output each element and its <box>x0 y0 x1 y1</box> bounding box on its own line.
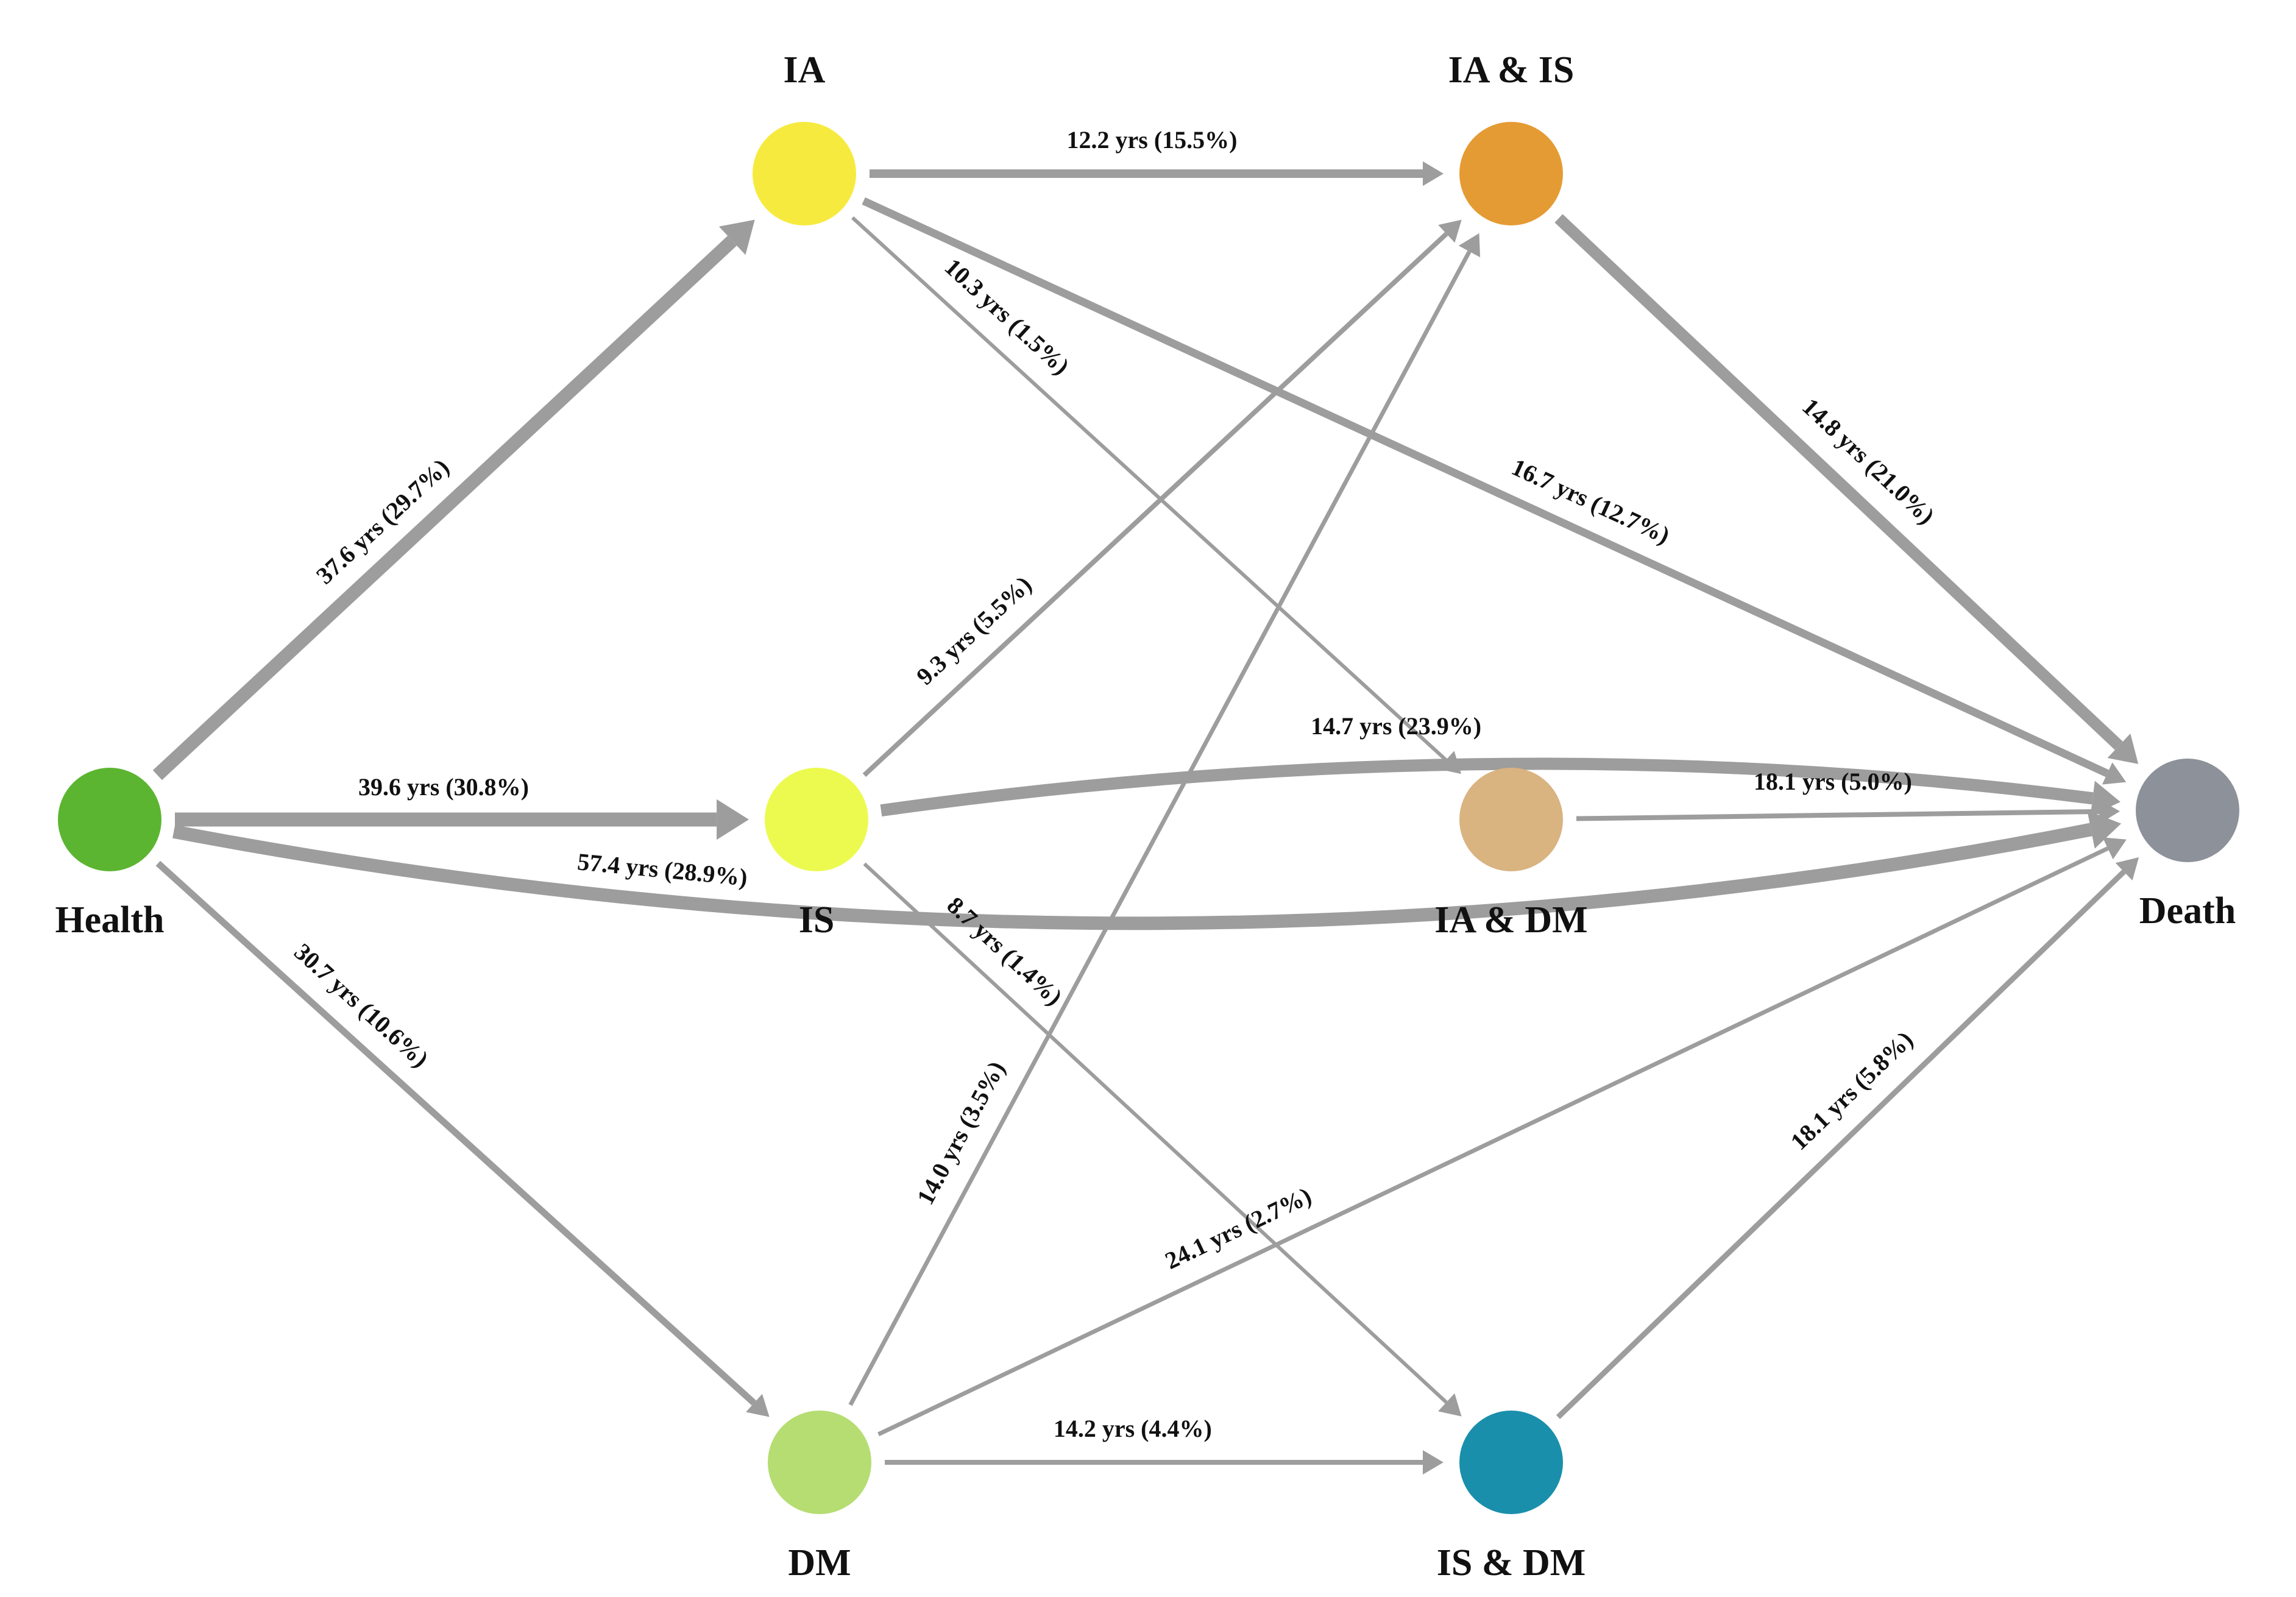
edge-label-dm-is_dm: 14.2 yrs (4.4%) <box>1054 1415 1212 1442</box>
arrowhead-dm-death <box>2102 837 2127 860</box>
arrowhead-ia_dm-death <box>2099 799 2120 824</box>
node-health[interactable] <box>58 768 161 871</box>
edge-label-is-death: 14.7 yrs (23.9%) <box>1311 712 1481 740</box>
node-label-ia: IA <box>784 49 826 91</box>
arrowhead-ia-ia_is <box>1423 161 1444 186</box>
edge-health-death <box>172 823 2092 930</box>
edge-label-health-is: 39.6 yrs (30.8%) <box>358 773 529 801</box>
node-ia_dm[interactable] <box>1459 768 1563 871</box>
node-label-ia_dm: IA & DM <box>1434 899 1587 941</box>
edge-ia-ia_dm <box>851 216 1447 762</box>
edge-label-ia_dm-death: 18.1 yrs (5.0%) <box>1754 768 1912 795</box>
edge-dm-death <box>877 846 2109 1437</box>
node-label-ia_is: IA & IS <box>1448 49 1575 91</box>
edge-is-is_dm <box>863 862 1448 1404</box>
edge-health-ia <box>152 235 737 781</box>
nodes-layer <box>58 122 2239 1514</box>
arrowhead-is_dm-death <box>2115 857 2139 880</box>
node-label-death: Death <box>2139 890 2236 932</box>
edge-label-health-death: 57.4 yrs (28.9%) <box>576 848 749 891</box>
node-ia_is[interactable] <box>1459 122 1563 225</box>
edge-is-death <box>880 757 2094 817</box>
node-is[interactable] <box>765 768 868 871</box>
arrowhead-ia_is-death <box>2107 733 2139 764</box>
edge-ia_is-death <box>1554 214 2123 750</box>
edge-ia-death <box>862 197 2110 777</box>
edges-layer <box>152 161 2139 1475</box>
arrowhead-is-death <box>2090 781 2121 816</box>
arrowhead-is-is_dm <box>1438 1393 1462 1417</box>
edge-health-dm <box>155 860 757 1406</box>
edge-is-ia_is <box>862 232 1448 777</box>
arrowhead-health-death <box>2087 810 2122 849</box>
edge-dm-ia_is <box>848 250 1472 1406</box>
arrowhead-dm-is_dm <box>1423 1450 1444 1475</box>
node-label-is_dm: IS & DM <box>1437 1542 1586 1584</box>
node-label-health: Health <box>55 899 164 941</box>
node-label-dm: DM <box>788 1542 851 1584</box>
node-is_dm[interactable] <box>1459 1411 1563 1514</box>
edge-is_dm-death <box>1556 869 2126 1419</box>
arrowhead-health-dm <box>746 1393 770 1417</box>
arrowhead-health-ia <box>718 219 755 255</box>
node-ia[interactable] <box>753 122 856 225</box>
node-label-is: IS <box>799 899 835 941</box>
arrowhead-health-is <box>717 799 749 840</box>
edge-ia_dm-death <box>1576 809 2100 821</box>
edge-label-ia-ia_is: 12.2 yrs (15.5%) <box>1067 126 1238 154</box>
arrowhead-is-ia_is <box>1438 219 1462 243</box>
node-labels-layer: Health IA IS DM IA & IS IA & DM IS & DM Death <box>55 49 2236 1584</box>
arrowhead-dm-ia_is <box>1458 233 1481 258</box>
node-dm[interactable] <box>768 1411 871 1514</box>
node-death[interactable] <box>2136 759 2239 862</box>
arrowhead-ia-death <box>2102 762 2127 785</box>
